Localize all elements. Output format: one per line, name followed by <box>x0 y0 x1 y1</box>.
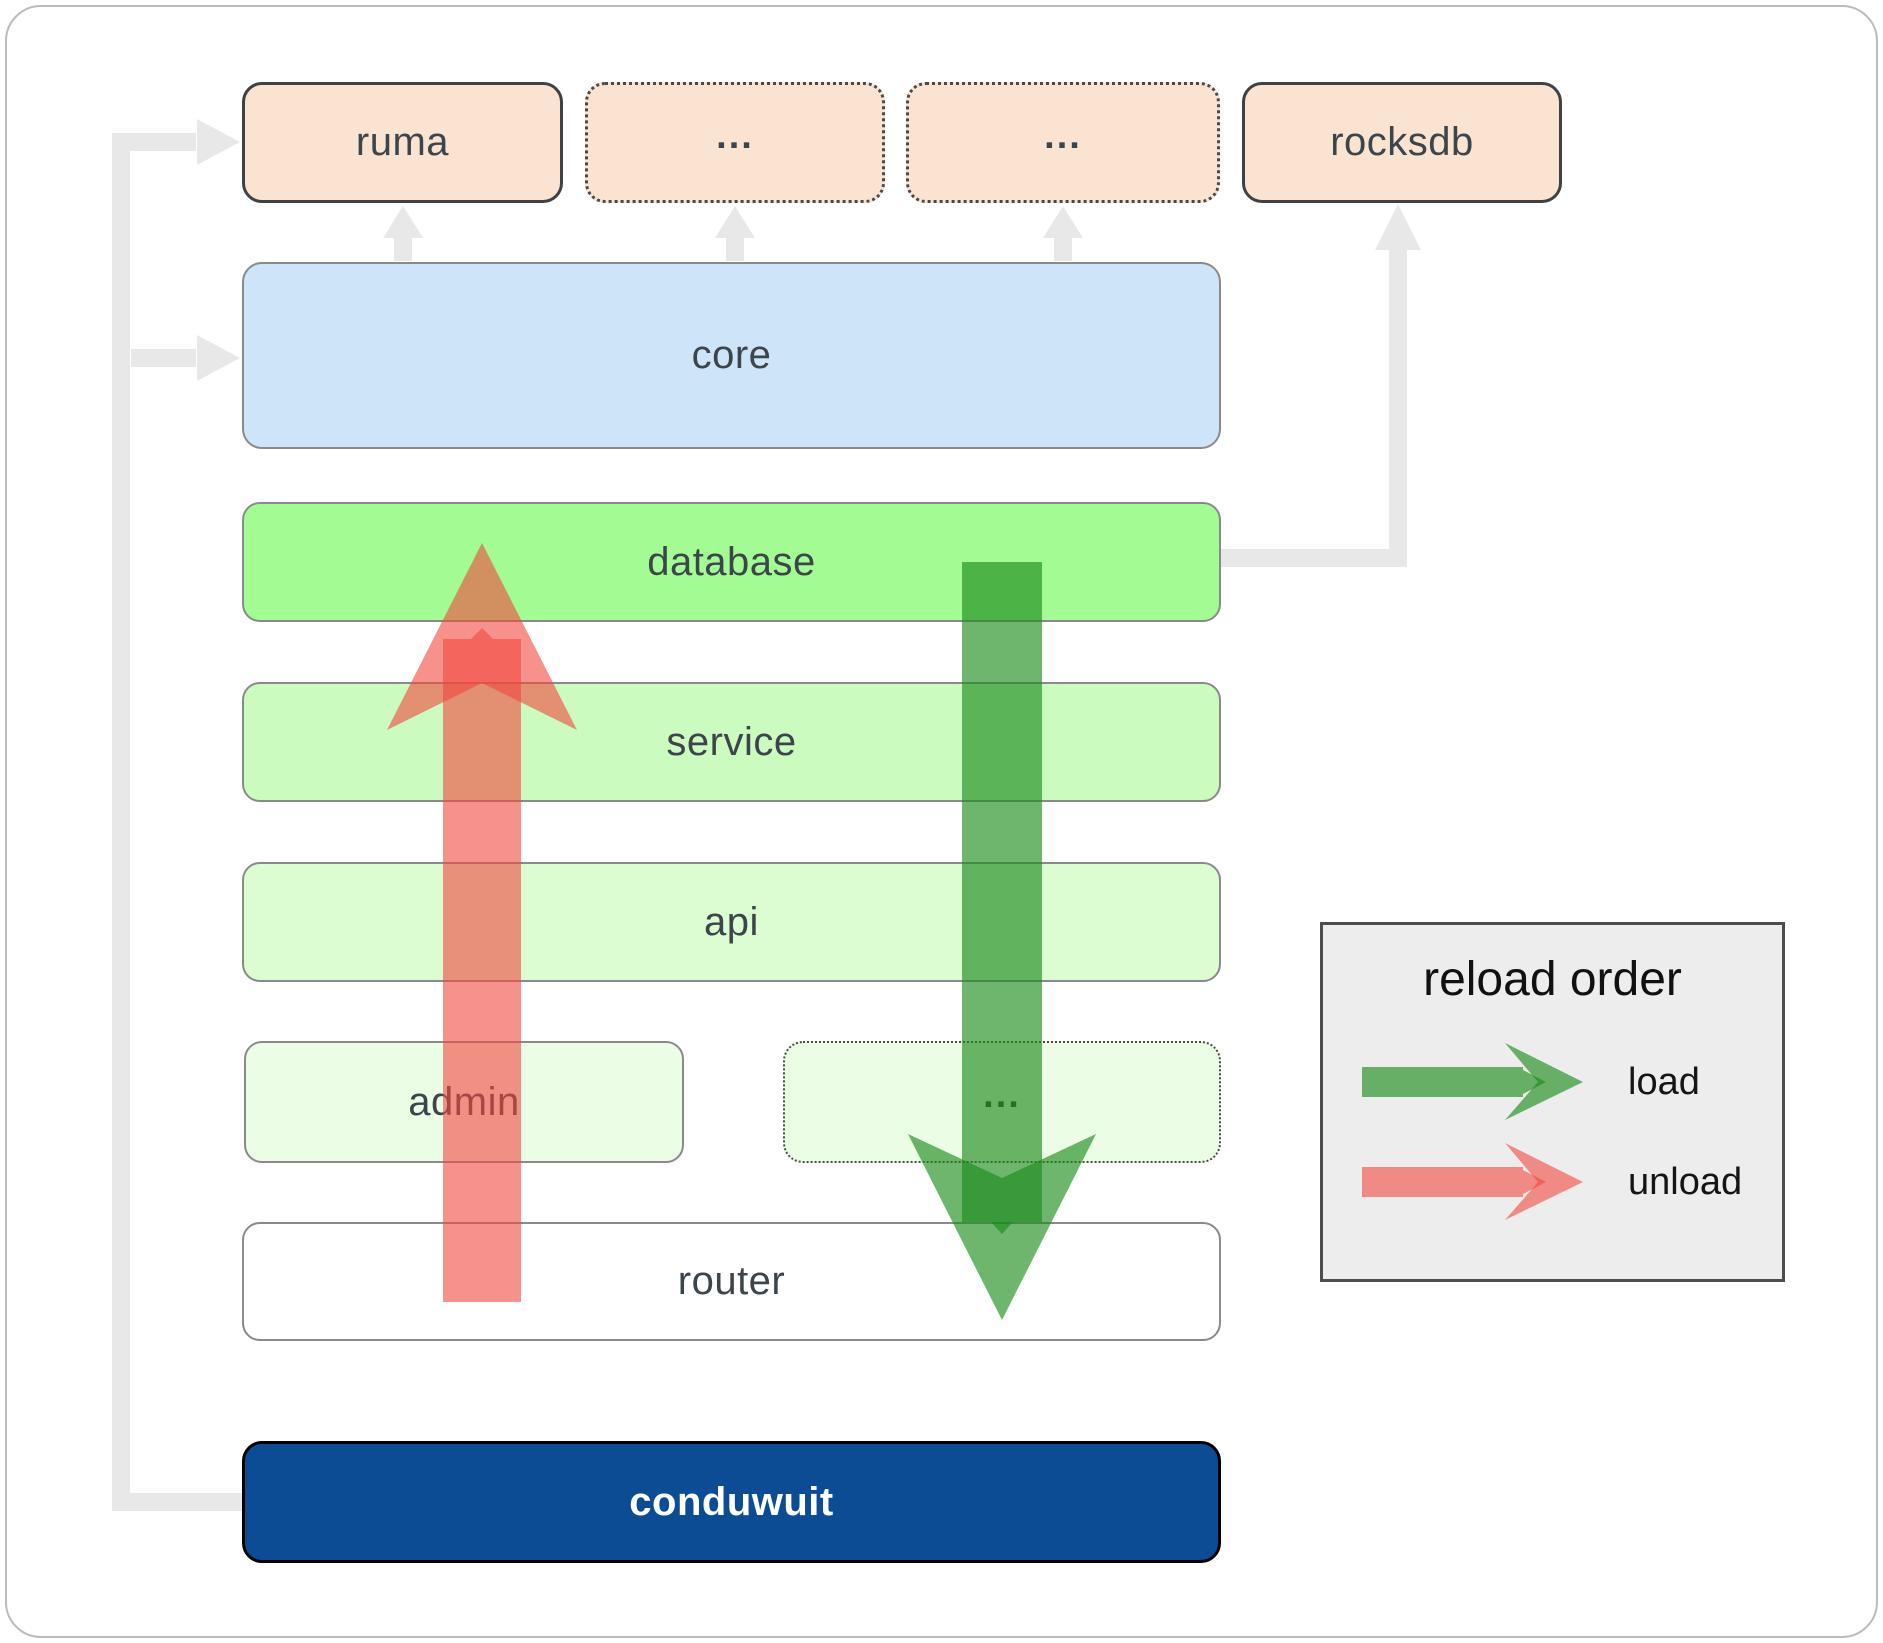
layer-admin: admin <box>244 1041 684 1163</box>
arrowhead-into-ruma-icon <box>197 119 240 165</box>
arrowhead-into-core-icon <box>197 335 240 381</box>
layer-admin-label: admin <box>408 1079 520 1124</box>
layer-database-label: database <box>647 539 816 584</box>
layer-conduwuit-label: conduwuit <box>629 1479 834 1524</box>
layer-service-label: service <box>666 719 797 764</box>
legend-unload-label: unload <box>1628 1161 1743 1203</box>
layer-ellipsis-label: ... <box>983 1074 1021 1116</box>
layer-router: router <box>242 1222 1221 1341</box>
layer-core: core <box>242 262 1221 449</box>
node-ruma-label: ruma <box>355 120 450 164</box>
layer-conduwuit: conduwuit <box>242 1441 1221 1563</box>
arrowhead-core-ellipsis-left-icon <box>715 206 755 238</box>
node-ellipsis-left-label: ... <box>716 114 754 157</box>
node-ellipsis-right-label: ... <box>1044 114 1082 157</box>
node-rocksdb: rocksdb <box>1242 82 1562 203</box>
layer-service: service <box>242 682 1221 802</box>
arrowhead-into-rocksdb-icon <box>1375 204 1421 250</box>
node-ellipsis-left: ... <box>585 82 885 203</box>
layer-router-label: router <box>677 1259 786 1303</box>
arrowhead-core-ellipsis-right-icon <box>1043 206 1083 238</box>
node-ellipsis-right: ... <box>906 82 1220 203</box>
left-elbow-line <box>112 133 252 1511</box>
layer-database: database <box>242 502 1221 622</box>
legend-title: reload order <box>1423 953 1682 1006</box>
layer-api-label: api <box>704 899 759 944</box>
layer-core-label: core <box>691 333 772 377</box>
node-rocksdb-label: rocksdb <box>1330 120 1474 164</box>
conduwuit-to-ruma-connector <box>112 133 1407 1511</box>
connector-arrowheads <box>197 119 1421 381</box>
legend-load-label: load <box>1628 1061 1700 1103</box>
arrowhead-core-ruma-icon <box>383 206 423 238</box>
database-to-rocksdb-line <box>1221 250 1407 567</box>
node-ruma: ruma <box>242 82 563 203</box>
layer-ellipsis: ... <box>783 1041 1221 1163</box>
layer-api: api <box>242 862 1221 982</box>
